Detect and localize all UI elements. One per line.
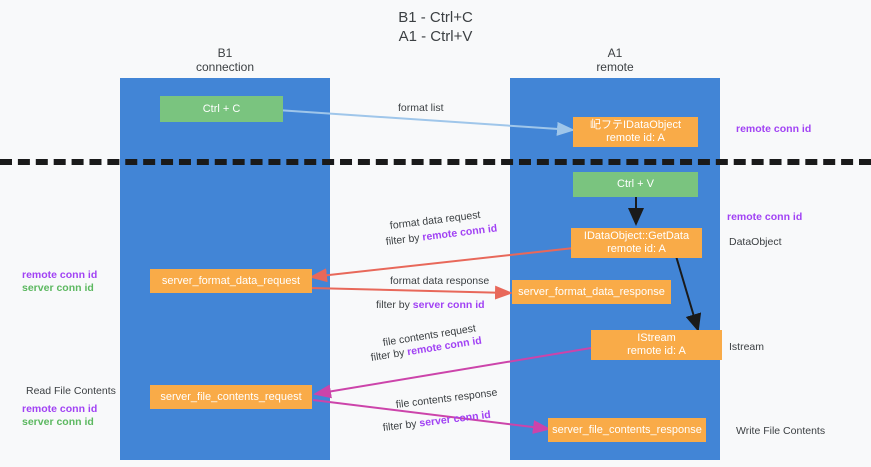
box-ctrl-v[interactable]: Ctrl + V [573,172,698,197]
annotation-left-remote-conn-id-2: remote conn id [22,403,98,415]
arrow-getdata-to-istream [675,255,702,332]
swimlane-header-b1: B1 connection [195,46,255,74]
filter-prefix: filter by [376,299,413,311]
edge-label-format-data-response-filter: filter by server conn id [376,299,485,312]
box-ctrl-c[interactable]: Ctrl + C [160,96,283,122]
arrow-file-contents-request [313,347,592,399]
box-server-format-data-request[interactable]: server_format_data_request [150,269,312,293]
box-server-file-contents-request[interactable]: server_file_contents_request [150,385,312,409]
annotation-left-remote-conn-id: remote conn id [22,269,98,281]
box-idataobject-getdata[interactable]: IDataObject::GetData remote id: A [571,228,702,258]
phase-divider [0,159,871,165]
annotation-write-file-contents: Write File Contents [736,425,826,437]
swimlane-header-a1: A1 remote [596,46,634,74]
box-istream[interactable]: IStream remote id: A [591,330,722,360]
annotation-dataobject: DataObject [729,236,782,248]
arrow-format-list [276,109,575,136]
annotation-istream: Istream [729,341,765,353]
arrow-format-data-response [310,285,513,300]
box-idataobject[interactable]: 屺フテIDataObject remote id: A [573,117,698,147]
filter-key-server-conn-id: server conn id [412,299,485,311]
arrow-file-contents-response [312,399,551,434]
edge-label-format-list: format list [398,102,444,114]
diagram-title: B1 - Ctrl+C A1 - Ctrl+V [398,9,473,45]
annotation-read-file-contents: Read File Contents [26,385,116,397]
annotation-left-server-conn-id: server conn id [22,282,94,294]
annotation-left-server-conn-id-2: server conn id [22,416,94,428]
annotation-remote-conn-id-top: remote conn id [736,123,812,135]
box-server-file-contents-response[interactable]: server_file_contents_response [548,418,706,442]
arrow-format-data-request [309,247,575,283]
edge-label-format-data-response: format data response [390,275,490,287]
box-server-format-data-response[interactable]: server_format_data_response [512,280,671,304]
annotation-remote-conn-id-mid: remote conn id [727,211,803,223]
